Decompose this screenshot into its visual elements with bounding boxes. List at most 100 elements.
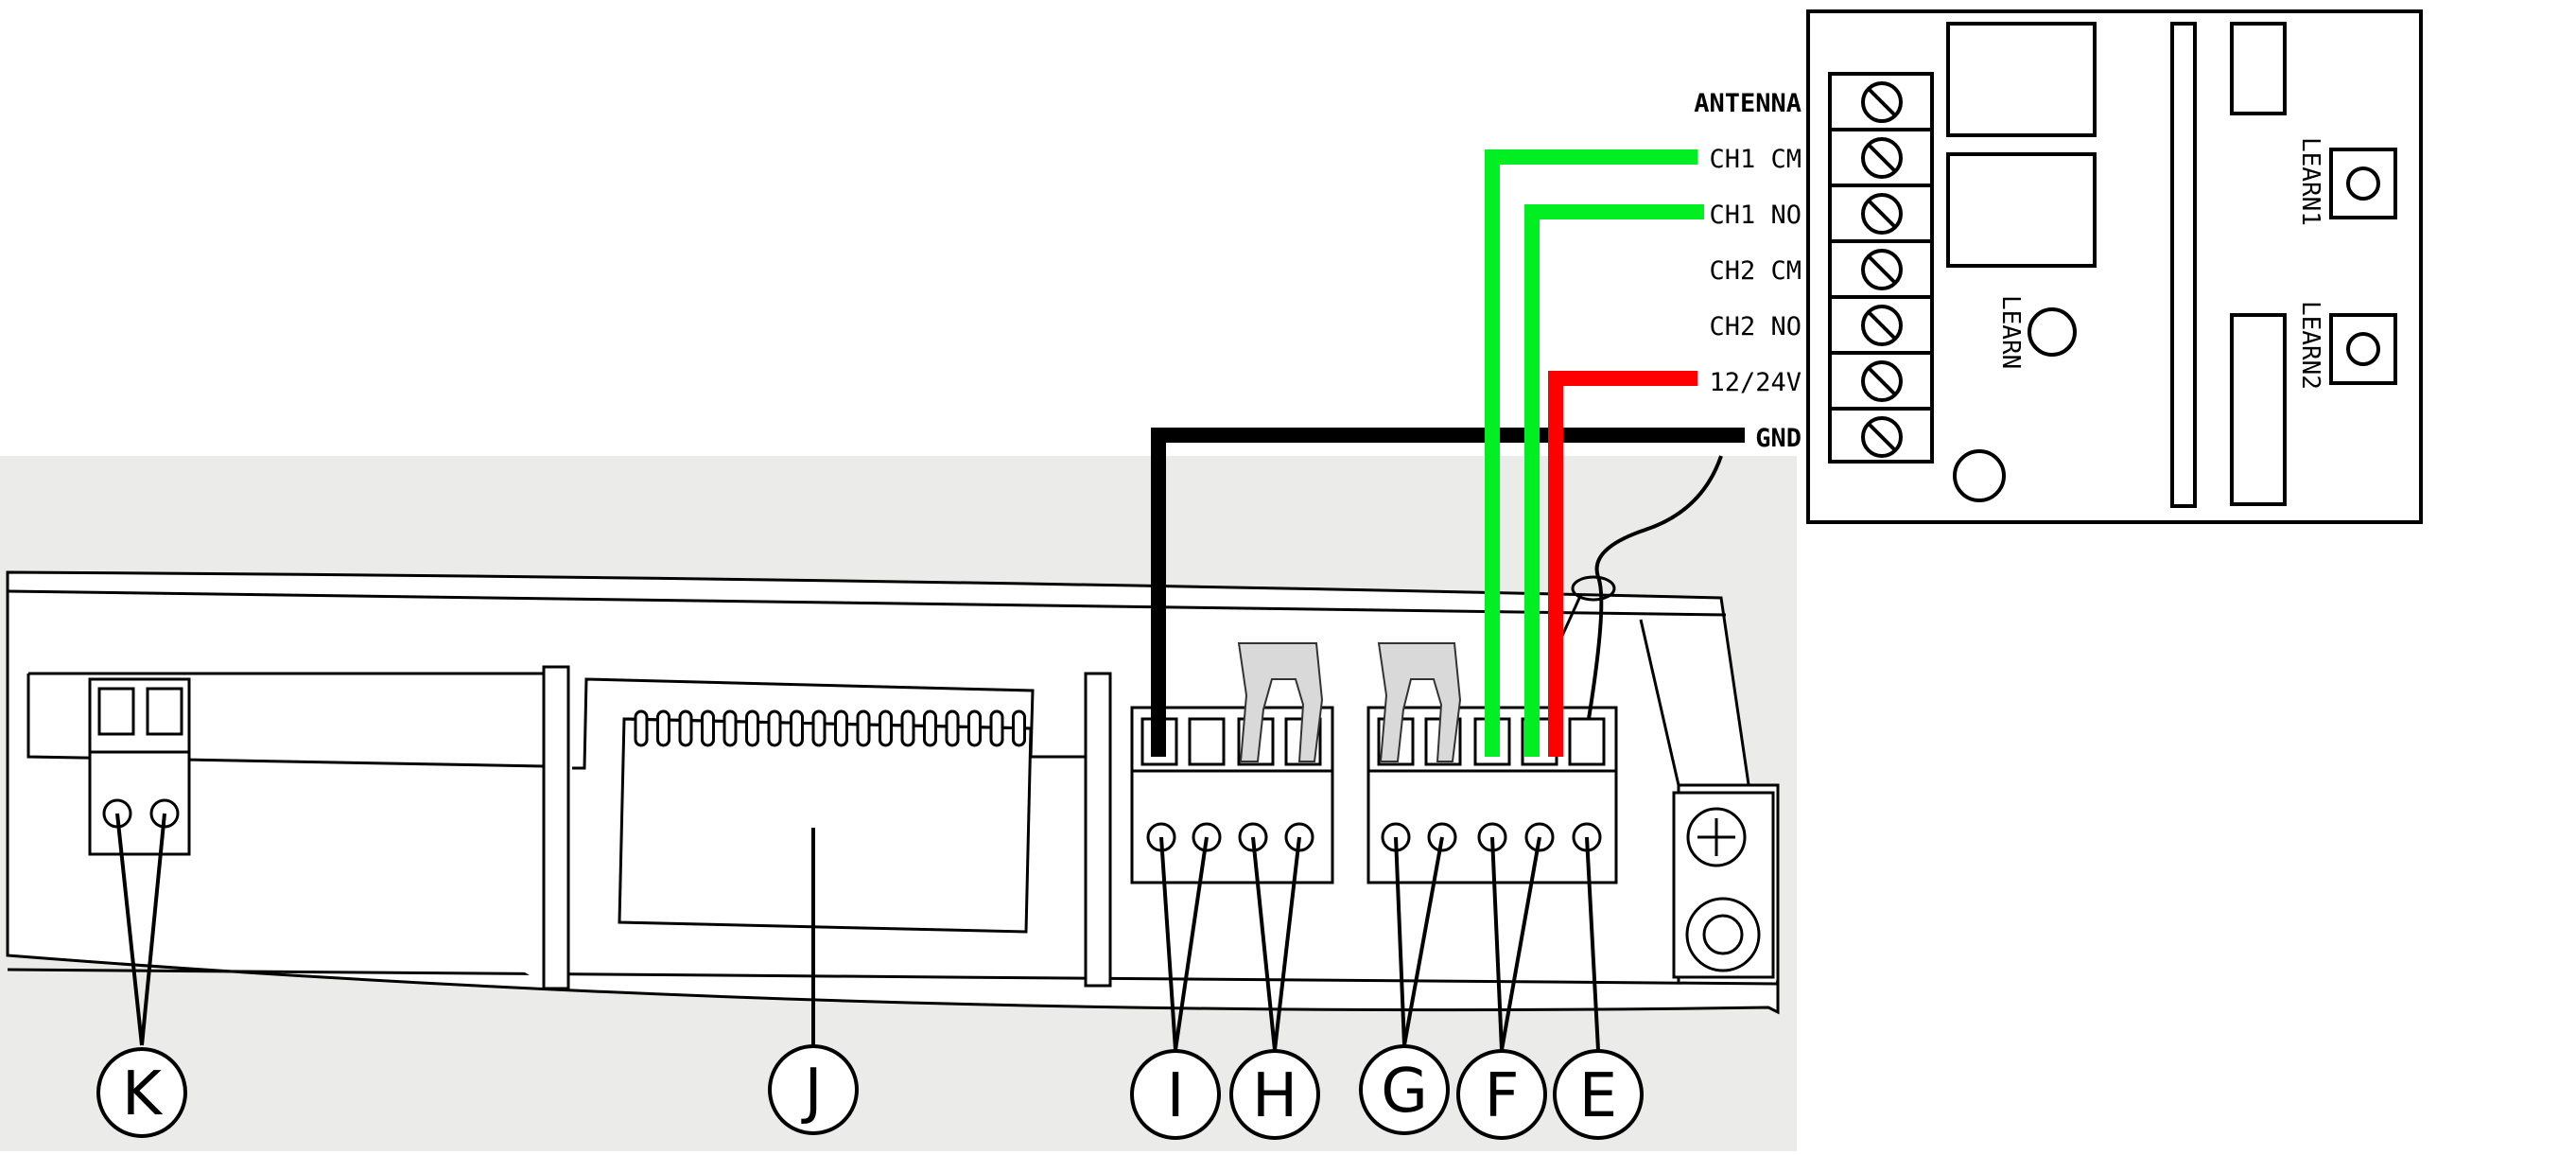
receiver-terminal-screw-icon	[1830, 351, 1932, 402]
wire-ch1-no	[1524, 204, 1704, 757]
connector-j-pin	[879, 709, 893, 747]
receiver-screw-slot	[1867, 366, 1897, 396]
terminal-label-gnd: GND	[1755, 424, 1801, 453]
divider-post-right	[1084, 672, 1112, 988]
callout-j-label: J	[801, 1057, 823, 1127]
connector-j-pin	[701, 709, 715, 747]
board-end-fasteners	[1672, 791, 1775, 979]
terminal-label-12-24v: 12/24V	[1709, 368, 1801, 397]
receiver-terminal-screw-icon	[1830, 239, 1932, 290]
connector-j-pin	[1012, 709, 1026, 747]
callout-g-label: G	[1381, 1057, 1428, 1127]
receiver-screw-slot	[1867, 143, 1897, 173]
ground-lead-to-e	[1587, 455, 1723, 720]
jumper-g	[1377, 642, 1462, 762]
connector-j-pin	[856, 709, 871, 747]
leader-g-1	[1394, 836, 1406, 1046]
leader-h-2	[1273, 836, 1301, 1051]
receiver-terminal-screw-icon	[1830, 295, 1932, 346]
connector-j-pin	[722, 709, 738, 747]
leader-k-2	[140, 813, 166, 1046]
callout-h-circle	[1229, 1049, 1320, 1140]
learn-button-label: LEARN	[1996, 295, 2025, 369]
receiver-terminal-screws	[1830, 81, 1932, 458]
learn1-button-label: LEARN1	[2296, 137, 2324, 226]
leader-e	[1585, 836, 1600, 1051]
wires	[1151, 149, 1745, 757]
connector-j-pin	[900, 709, 915, 747]
callout-e-label: E	[1579, 1061, 1617, 1131]
callout-leaders	[115, 813, 1600, 1051]
wire-power	[1548, 371, 1697, 757]
learn1-button-knob[interactable]	[2346, 166, 2380, 201]
learn2-button-knob[interactable]	[2346, 332, 2380, 366]
receiver-screw-slot	[1867, 254, 1897, 285]
receiver-relay-1	[1946, 22, 2097, 137]
connector-j-pin	[967, 709, 982, 747]
learn-button[interactable]	[2028, 307, 2077, 357]
connector-j-pin	[656, 709, 670, 747]
connector-j-pin	[989, 709, 1004, 747]
receiver-relay-2	[1946, 152, 2097, 268]
control-board-top-edge	[7, 589, 1727, 617]
connector-j-pin	[811, 709, 827, 747]
connector-k-slot-2	[146, 687, 183, 736]
connector-j-pin	[790, 709, 804, 747]
leader-f-1	[1490, 836, 1504, 1051]
connector-j-card	[618, 717, 1033, 934]
callout-h-label: H	[1252, 1061, 1297, 1131]
connector-k-slot-1	[97, 687, 135, 736]
connector-j-pin	[634, 709, 649, 747]
receiver-module	[1806, 9, 2423, 524]
receiver-screw-slot	[1867, 199, 1897, 229]
connector-j-pin	[745, 709, 759, 747]
connector-j	[572, 677, 1086, 934]
leader-i-2	[1174, 836, 1209, 1051]
callout-g-circle	[1359, 1044, 1450, 1135]
leader-g-2	[1402, 836, 1444, 1046]
receiver-led	[1953, 449, 2006, 502]
callout-k-circle	[96, 1047, 187, 1138]
terminal-e-slot	[1568, 717, 1606, 766]
leader-f-2	[1500, 836, 1541, 1051]
terminal-label-ch2-no: CH2 NO	[1709, 312, 1801, 341]
connector-j-pin	[923, 709, 937, 747]
connector-k	[88, 677, 191, 856]
terminal-i-slot-2	[1188, 717, 1226, 766]
connector-j-pin	[678, 709, 693, 747]
terminal-label-antenna: ANTENNA	[1694, 89, 1801, 118]
receiver-screw-slot	[1867, 87, 1897, 117]
connector-j-pin	[945, 709, 960, 747]
connector-j-pin	[767, 709, 782, 747]
jumper-h	[1237, 642, 1324, 762]
callout-i-circle	[1130, 1049, 1221, 1140]
receiver-component-bottom	[2230, 313, 2287, 506]
leader-h-1	[1251, 836, 1277, 1051]
receiver-screw-slot	[1867, 310, 1897, 341]
terminal-label-ch2-cm: CH2 CM	[1709, 256, 1801, 286]
callout-j-circle	[768, 1044, 859, 1135]
receiver-terminal-screw-icon	[1830, 184, 1932, 235]
callout-i-label: I	[1167, 1061, 1185, 1131]
divider-post-left	[542, 665, 570, 990]
leader-i-1	[1159, 836, 1177, 1051]
connector-j-pin	[834, 709, 848, 747]
receiver-rail	[2170, 22, 2197, 508]
leader-k-1	[115, 813, 144, 1046]
wire-ch1-cm	[1485, 149, 1697, 757]
control-board-bottom-edge	[7, 968, 1779, 986]
receiver-screw-slot	[1867, 422, 1897, 452]
callout-f-circle	[1456, 1049, 1547, 1140]
callouts	[96, 1044, 1644, 1140]
learn2-button-label: LEARN2	[2296, 301, 2324, 390]
terminal-label-ch1-cm: CH1 CM	[1709, 145, 1801, 174]
callout-letters: K J I H G F E	[122, 1057, 1617, 1131]
board-bushing-inner	[1702, 914, 1744, 955]
ground-lead-loop	[1571, 575, 1616, 602]
callout-f-label: F	[1485, 1061, 1520, 1131]
terminal-label-ch1-no: CH1 NO	[1709, 201, 1801, 230]
board-dividers	[542, 665, 1112, 990]
receiver-terminal-labels: ANTENNA CH1 CM CH1 NO CH2 CM CH2 NO 12/2…	[1694, 89, 2324, 453]
